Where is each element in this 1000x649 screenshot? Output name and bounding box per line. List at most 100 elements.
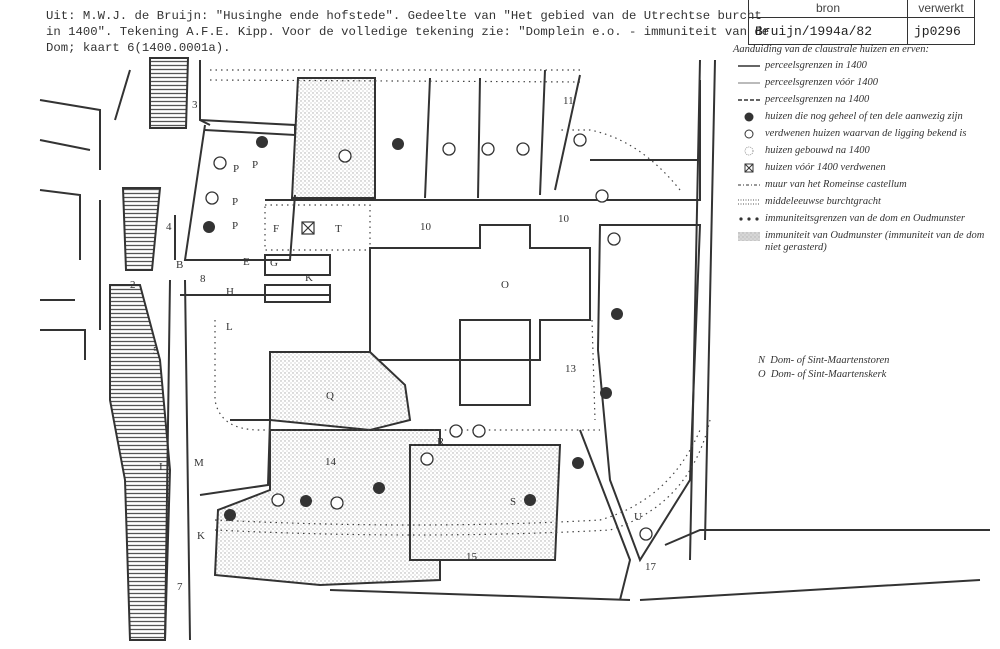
house-extant: [572, 457, 584, 469]
map-label: E: [243, 256, 250, 268]
canal-north: [121, 187, 162, 271]
map-label: S: [510, 496, 516, 508]
map-label: U: [634, 511, 642, 523]
note-n: N Dom- of Sint-Maartenstoren: [758, 355, 890, 366]
map-label: 5: [153, 345, 159, 357]
source-citation: Uit: M.W.J. de Bruijn: "Husinghe ende ho…: [46, 8, 770, 56]
canal-top: [149, 57, 190, 129]
map-label: 8: [200, 273, 206, 285]
map-label: Q: [326, 390, 334, 402]
legend-label: perceelsgrenzen vóór 1400: [765, 77, 878, 88]
legend-item: immuniteit van Oudmunster (immuniteit va…: [733, 230, 998, 254]
legend-item: middeleeuwse burchtgracht: [733, 196, 998, 208]
house-vanished: [472, 424, 486, 438]
dashed-line-icon: [733, 94, 765, 106]
legend-label: huizen gebouwd na 1400: [765, 145, 870, 156]
map-label: P: [232, 196, 238, 208]
verwerkt-value: jp0296: [907, 17, 975, 45]
map-label: K: [305, 272, 313, 284]
house-vanished: [573, 133, 587, 147]
house-vanished: [516, 142, 530, 156]
source-table: bron verwerkt Bruijn/1994a/82 jp0296: [748, 0, 975, 45]
map-label: 17: [645, 561, 657, 573]
legend-item: perceelsgrenzen vóór 1400: [733, 77, 998, 89]
open-circle-icon: [733, 128, 765, 140]
citation-line: Uit: M.W.J. de Bruijn: "Husinghe ende ho…: [46, 9, 762, 23]
hatched-circle-icon: [733, 145, 765, 157]
house-extant: [392, 138, 404, 150]
oudmunster-area: [290, 77, 376, 199]
legend-item: huizen vóór 1400 verdwenen: [733, 162, 998, 174]
house-vanished: [338, 149, 352, 163]
map-label: G: [270, 257, 278, 269]
map-label: 2: [130, 279, 136, 291]
legend-item: perceelsgrenzen na 1400: [733, 94, 998, 106]
map-label: K: [197, 530, 205, 542]
legend-label: muur van het Romeinse castellum: [765, 179, 907, 190]
legend-label: immuniteit van Oudmunster (immuniteit va…: [765, 230, 985, 253]
map-label: P: [233, 163, 239, 175]
map-label: F: [273, 223, 279, 235]
map-label: M: [194, 457, 204, 469]
south-area: [213, 429, 441, 587]
map-label: R: [437, 436, 445, 448]
house-extant: [256, 136, 268, 148]
house-vanished: [330, 496, 344, 510]
dotted-band-icon: [733, 196, 765, 208]
legend-label: huizen vóór 1400 verdwenen: [765, 162, 886, 173]
house-vanished: [595, 189, 609, 203]
legend-item: huizen die nog geheel of ten dele aanwez…: [733, 111, 998, 123]
map-label: H: [226, 286, 234, 298]
house-vanished: [420, 452, 434, 466]
legend-label: huizen die nog geheel of ten dele aanwez…: [765, 111, 963, 122]
house-vanished: [639, 527, 653, 541]
house-extant: [524, 494, 536, 506]
map-label: 11: [563, 95, 574, 107]
bron-value: Bruijn/1994a/82: [748, 17, 908, 45]
house-vanished: [442, 142, 456, 156]
house-extant: [300, 495, 312, 507]
map-label: I: [159, 461, 163, 473]
legend-item: perceelsgrenzen in 1400: [733, 60, 998, 72]
crossed-square-icon: [733, 162, 765, 174]
house-vanished: [205, 191, 219, 205]
note-o: O Dom- of Sint-Maartenskerk: [758, 369, 887, 380]
map-label: P: [252, 159, 258, 171]
house-lost-before-1400: [301, 221, 315, 235]
house-extant: [611, 308, 623, 320]
legend-label: perceelsgrenzen in 1400: [765, 60, 867, 71]
map-label: T: [335, 223, 342, 235]
house-vanished: [449, 424, 463, 438]
legend-item: verdwenen huizen waarvan de ligging beke…: [733, 128, 998, 140]
filled-circle-icon: [733, 111, 765, 123]
map-label: L: [226, 321, 233, 333]
legend-label: perceelsgrenzen na 1400: [765, 94, 870, 105]
map-label: B: [176, 259, 183, 271]
map-label: 10: [420, 221, 432, 233]
house-extant: [203, 221, 215, 233]
citation-line: Dom; kaart 6(1400.0001a).: [46, 41, 231, 55]
house-vanished: [213, 156, 227, 170]
dash-dot-line-icon: [733, 179, 765, 191]
map-label: 15: [466, 551, 478, 563]
map-label: 13: [565, 363, 577, 375]
map-legend: Aanduiding van de claustrale huizen en e…: [733, 44, 998, 259]
map-label: O: [501, 279, 509, 291]
map-label: 7: [177, 581, 183, 593]
map-label: 3: [192, 99, 198, 111]
house-vanished: [607, 232, 621, 246]
castellum-block: [369, 224, 591, 361]
citation-line: in 1400". Tekening A.F.E. Kipp. Voor de …: [46, 25, 770, 39]
legend-item: immuniteitsgrenzen van de dom en Oudmuns…: [733, 213, 998, 225]
map-label: 4: [166, 221, 172, 233]
map-label: 10: [558, 213, 570, 225]
legend-title: Aanduiding van de claustrale huizen en e…: [733, 44, 929, 55]
legend-label: middeleeuwse burchtgracht: [765, 196, 881, 207]
map-notes: N Dom- of Sint-Maartenstoren O Dom- of S…: [758, 354, 889, 382]
church-q: [269, 351, 412, 432]
house-extant: [373, 482, 385, 494]
house-vanished: [481, 142, 495, 156]
house-extant: [600, 387, 612, 399]
house-extant: [224, 509, 236, 521]
